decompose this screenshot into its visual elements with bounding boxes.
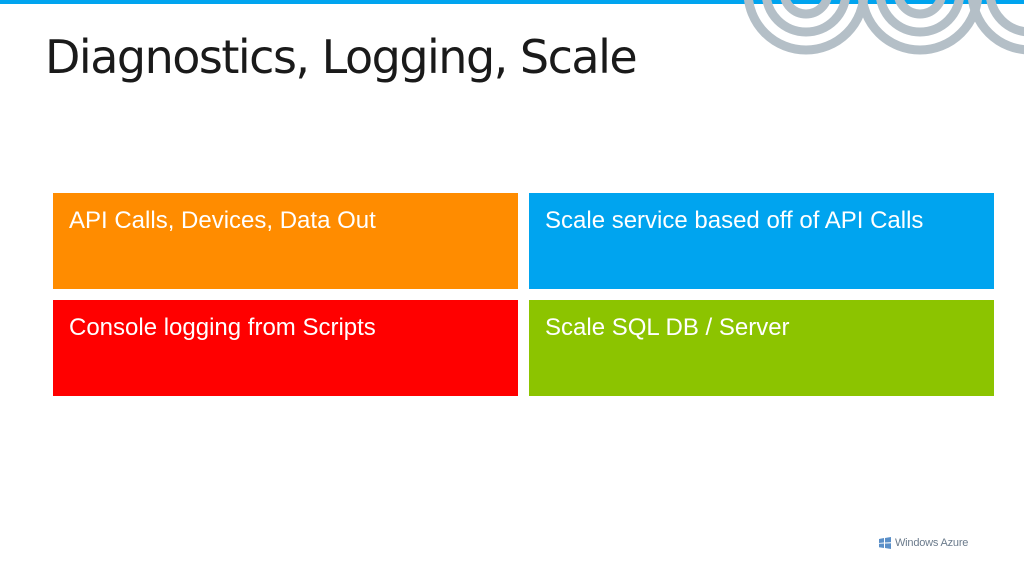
tile-text: Scale SQL DB / Server bbox=[545, 314, 790, 341]
slide-title: Diagnostics, Logging, Scale bbox=[45, 30, 638, 84]
rings-graphic bbox=[744, 0, 1024, 55]
tile-api-calls: API Calls, Devices, Data Out bbox=[53, 193, 518, 289]
top-accent-bar bbox=[0, 0, 1024, 4]
decorative-rings bbox=[740, 0, 1024, 80]
tile-scale-sql: Scale SQL DB / Server bbox=[529, 300, 994, 396]
tile-console-logging: Console logging from Scripts bbox=[53, 300, 518, 396]
tile-text: Scale service based off of API Calls bbox=[545, 207, 924, 234]
logo-text: Windows Azure bbox=[895, 537, 969, 549]
windows-flag-icon bbox=[879, 537, 891, 549]
tile-text: API Calls, Devices, Data Out bbox=[69, 207, 376, 234]
windows-azure-logo: Windows Azure bbox=[878, 537, 968, 549]
tile-text: Console logging from Scripts bbox=[69, 314, 376, 341]
tile-scale-service: Scale service based off of API Calls bbox=[529, 193, 994, 289]
